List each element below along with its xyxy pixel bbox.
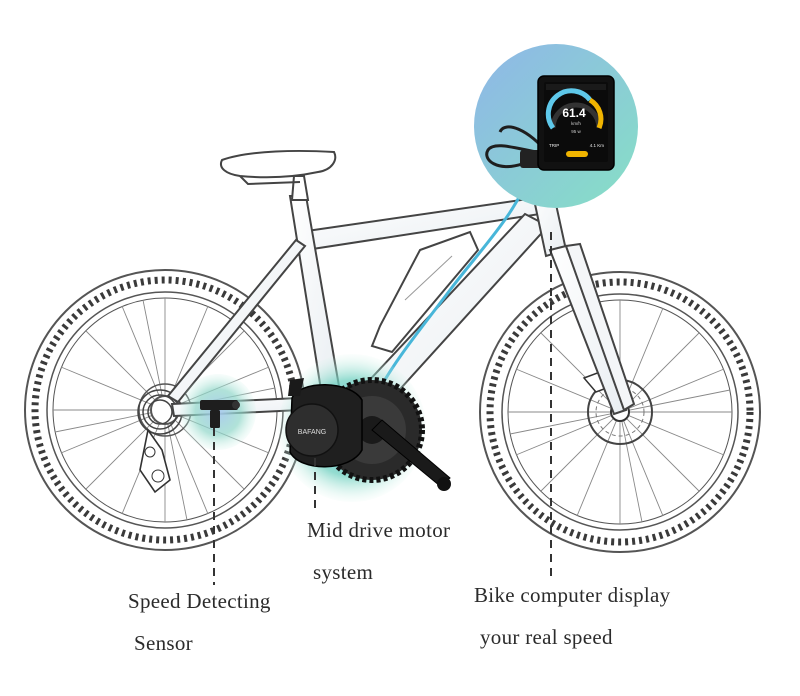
- sensor-label-line2: Sensor: [134, 631, 193, 655]
- display-trip-value: 4.1 Km: [590, 143, 605, 148]
- motor-label-line2: system: [313, 560, 374, 584]
- display-speed-unit: km/h: [571, 121, 581, 126]
- display-label-line2: your real speed: [480, 625, 613, 649]
- display-power-value: 95 w: [571, 129, 581, 134]
- motor-label-line1: Mid drive motor: [307, 518, 451, 542]
- bike-computer-display: 61.4 km/h 95 w TRIP 4.1 Km: [537, 75, 615, 171]
- display-label-line1: Bike computer display: [474, 583, 671, 607]
- sensor-label-line1: Speed Detecting: [128, 589, 271, 613]
- display-cable: [376, 169, 532, 393]
- saddle: [220, 149, 337, 201]
- motor-brand-text: BAFANG: [298, 429, 326, 436]
- speed-sensor-icon: [200, 400, 240, 428]
- mid-drive-motor: BAFANG: [285, 377, 451, 491]
- display-speed-value: 61.4: [562, 106, 586, 120]
- display-trip-label: TRIP: [549, 143, 559, 148]
- battery-pack: [370, 230, 480, 354]
- leader-lines: [213, 232, 552, 585]
